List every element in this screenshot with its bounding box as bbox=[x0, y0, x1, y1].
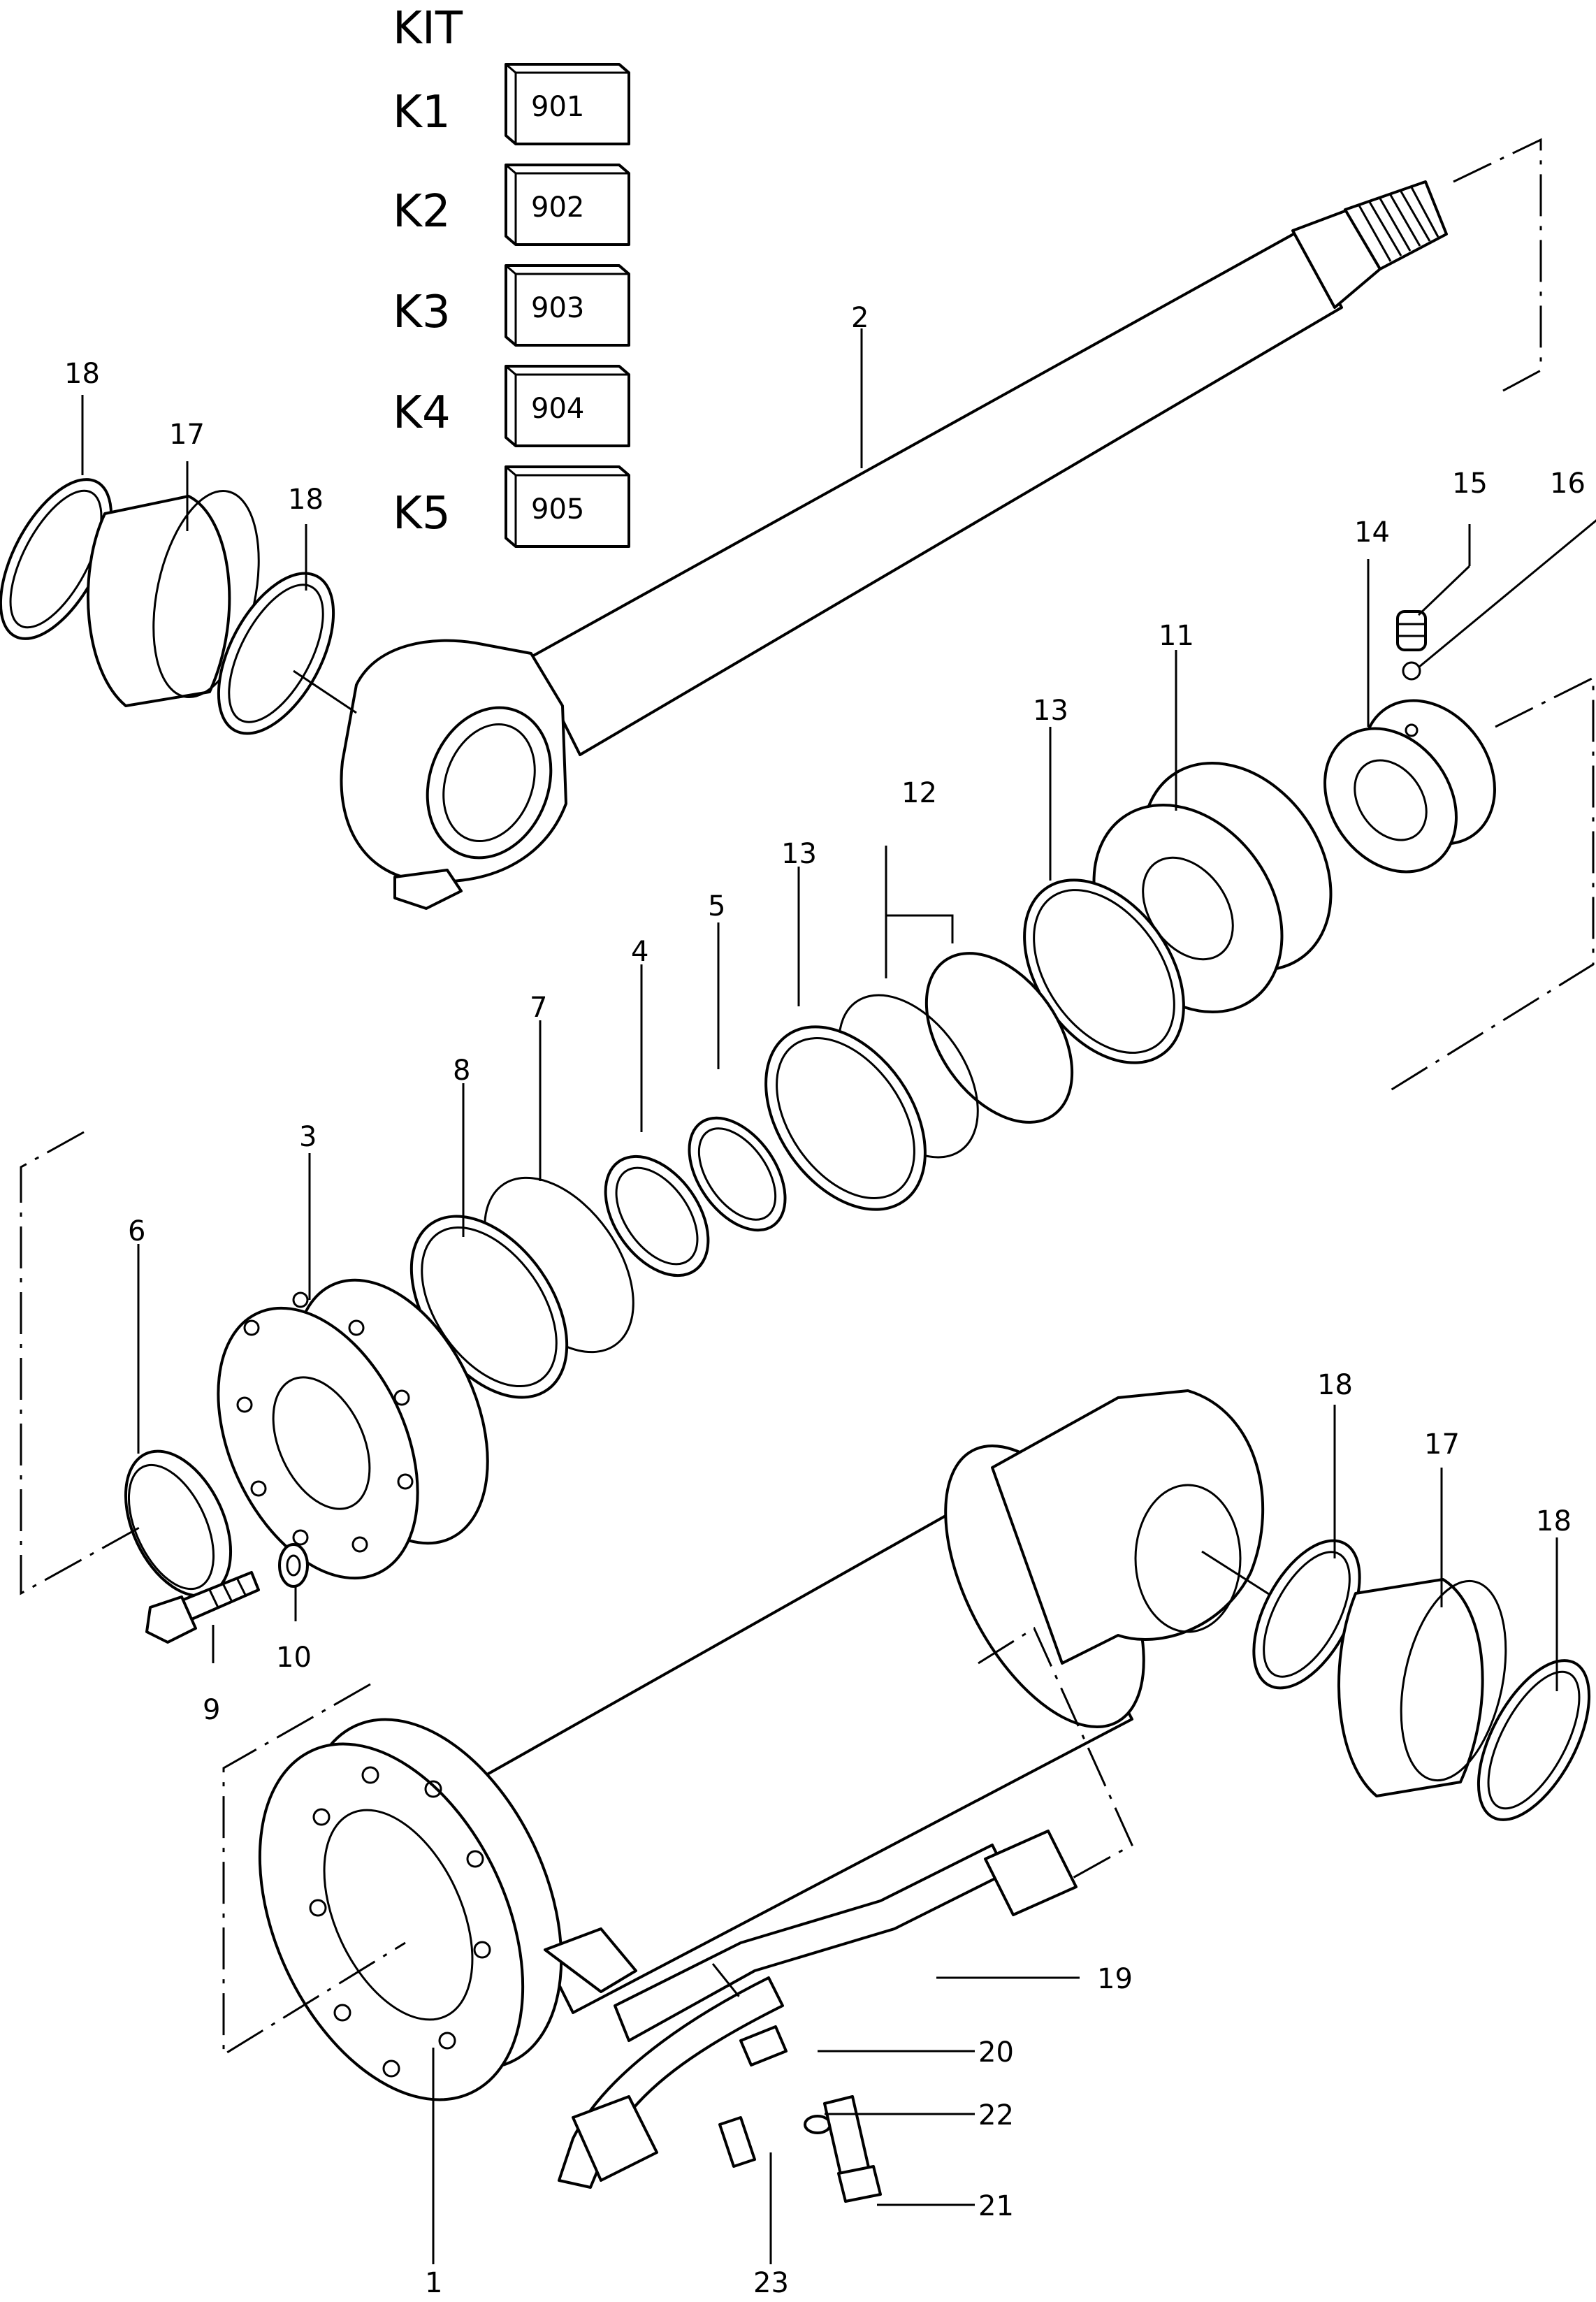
kit-row-k5: K5 905 bbox=[393, 465, 630, 548]
kit-row-k4: K4 904 bbox=[393, 365, 630, 447]
callout-10: 10 bbox=[276, 1642, 312, 1674]
callout-18: 18 bbox=[1317, 1369, 1353, 1401]
kit-row-k3: K3 903 bbox=[393, 264, 630, 347]
callout-12: 12 bbox=[901, 777, 937, 809]
hydraulic-line bbox=[544, 1830, 1078, 2203]
callout-1: 1 bbox=[425, 2267, 442, 2299]
assembly-lines bbox=[20, 138, 1595, 2057]
bushing-set-barrel bbox=[1201, 1539, 1591, 1821]
callout-9: 9 bbox=[203, 1694, 220, 1726]
callout-22: 22 bbox=[978, 2099, 1014, 2131]
callout-20: 20 bbox=[978, 2036, 1014, 2069]
callout-17: 17 bbox=[1424, 1428, 1460, 1461]
kit-label: K5 bbox=[393, 488, 451, 540]
callout-17: 17 bbox=[169, 419, 205, 451]
callout-19: 19 bbox=[1097, 1963, 1133, 1995]
piston-nut bbox=[1323, 610, 1496, 874]
callout-18: 18 bbox=[64, 358, 100, 390]
kit-code: 904 bbox=[531, 393, 584, 425]
kit-label: K1 bbox=[393, 87, 451, 138]
piston-rod bbox=[340, 180, 1448, 910]
kit-code: 905 bbox=[531, 493, 584, 526]
bushing-set-rod bbox=[0, 478, 357, 735]
callout-13: 13 bbox=[1033, 695, 1068, 727]
callout-13: 13 bbox=[781, 838, 817, 870]
callout-16: 16 bbox=[1550, 468, 1586, 500]
kit-code: 902 bbox=[531, 191, 584, 224]
callout-23: 23 bbox=[753, 2267, 789, 2299]
callout-3: 3 bbox=[299, 1121, 317, 1153]
callout-18: 18 bbox=[1536, 1505, 1572, 1537]
cylinder-barrel bbox=[258, 1389, 1265, 2101]
callout-14: 14 bbox=[1354, 516, 1390, 549]
kit-table: KIT K1 901 K2 902 K3 903 K4 904 K5 bbox=[393, 3, 630, 548]
kit-code: 901 bbox=[531, 91, 584, 123]
leader-lines bbox=[81, 328, 1596, 2264]
kit-label: K3 bbox=[393, 287, 451, 338]
callout-15: 15 bbox=[1452, 468, 1488, 500]
callout-6: 6 bbox=[128, 1215, 145, 1247]
callout-labels: 2 18 17 18 15 16 14 11 13 12 13 5 4 7 8 … bbox=[64, 302, 1586, 2299]
kit-row-k2: K2 902 bbox=[393, 164, 630, 246]
callout-18: 18 bbox=[288, 484, 324, 516]
kit-code: 903 bbox=[531, 292, 584, 324]
kit-title: KIT bbox=[393, 3, 463, 55]
callout-2: 2 bbox=[851, 302, 869, 334]
callout-8: 8 bbox=[453, 1055, 470, 1087]
callout-5: 5 bbox=[708, 890, 725, 922]
callout-11: 11 bbox=[1159, 620, 1194, 652]
cylinder-head bbox=[124, 1278, 489, 1644]
piston-seal-stack bbox=[409, 761, 1333, 1399]
callout-4: 4 bbox=[631, 936, 648, 968]
kit-label: K2 bbox=[393, 186, 451, 238]
kit-row-k1: K1 901 bbox=[393, 63, 630, 145]
callout-21: 21 bbox=[978, 2190, 1014, 2222]
kit-label: K4 bbox=[393, 387, 451, 439]
callout-7: 7 bbox=[530, 992, 547, 1024]
